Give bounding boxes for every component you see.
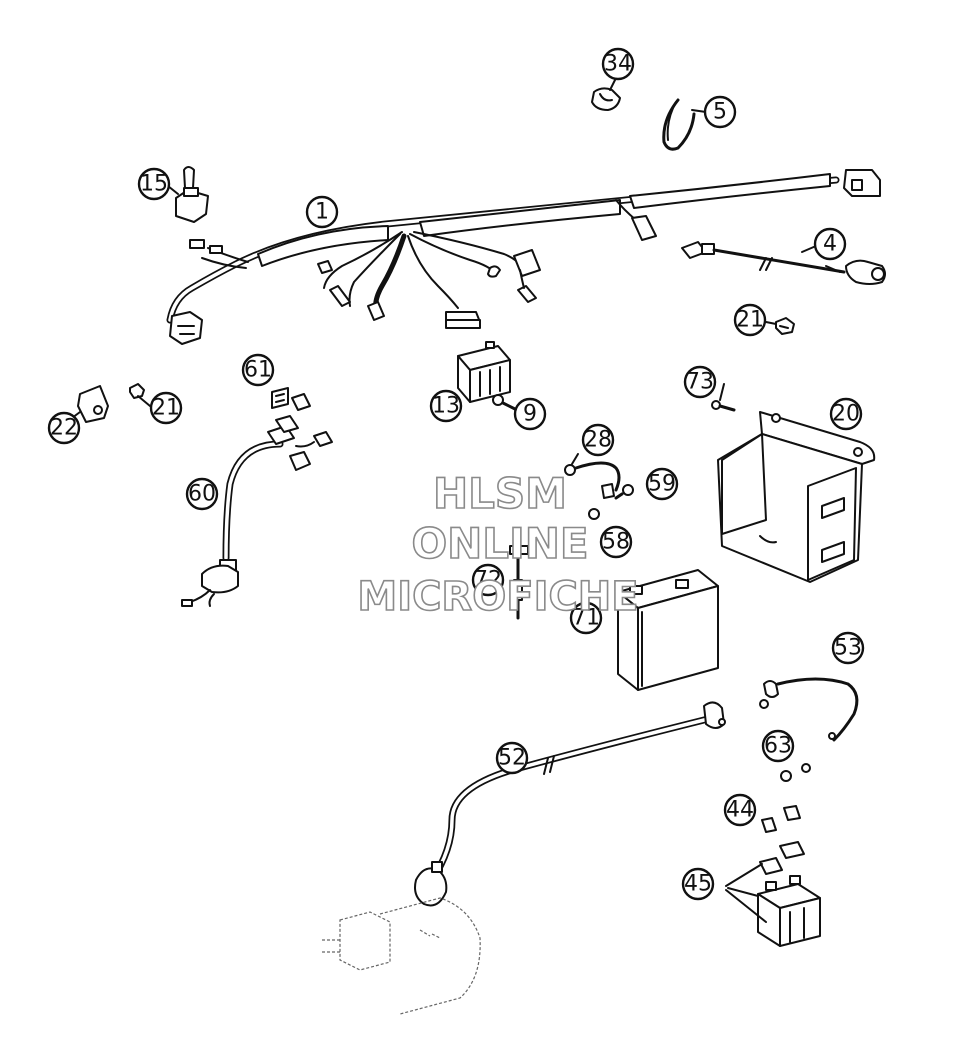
callout-28-label: 28 bbox=[584, 428, 612, 453]
callout-4[interactable]: 4 bbox=[813, 227, 847, 261]
callout-60-label: 60 bbox=[188, 482, 216, 507]
callout-28[interactable]: 28 bbox=[581, 423, 615, 457]
part-28-battery-cable bbox=[564, 461, 621, 499]
callout-9-label: 9 bbox=[523, 402, 537, 427]
callout-58-label: 58 bbox=[602, 530, 630, 555]
part-53-battery-cable bbox=[759, 677, 859, 742]
callout-15-label: 15 bbox=[140, 172, 168, 197]
callout-5-label: 5 bbox=[713, 100, 727, 125]
part-21-clip-right bbox=[775, 317, 795, 335]
callout-9[interactable]: 9 bbox=[513, 397, 547, 431]
callout-20-label: 20 bbox=[832, 402, 860, 427]
callout-22-label: 22 bbox=[50, 416, 78, 441]
callout-45[interactable]: 45 bbox=[681, 867, 715, 901]
part-4-wire-lead bbox=[681, 241, 886, 285]
callout-21-left-label: 21 bbox=[152, 396, 180, 421]
part-61-fuse-holder bbox=[271, 387, 311, 411]
callout-1-label: 1 bbox=[315, 200, 329, 225]
callout-72-label: 72 bbox=[474, 568, 502, 593]
watermark: HLSM ONLINE MICROFICHE bbox=[357, 468, 640, 621]
callout-20[interactable]: 20 bbox=[829, 397, 863, 431]
callout-59[interactable]: 59 bbox=[645, 467, 679, 501]
callout-63-label: 63 bbox=[764, 734, 792, 759]
part-1-main-harness bbox=[166, 169, 881, 345]
callout-60[interactable]: 60 bbox=[185, 477, 219, 511]
callout-53-label: 53 bbox=[834, 636, 862, 661]
callout-13-label: 13 bbox=[432, 394, 460, 419]
part-15-switch bbox=[175, 166, 209, 223]
callout-71-label: 71 bbox=[572, 606, 600, 631]
part-59-screw bbox=[614, 484, 634, 500]
callout-52-label: 52 bbox=[498, 746, 526, 771]
part-22-bracket bbox=[77, 385, 109, 423]
callout-58[interactable]: 58 bbox=[599, 525, 633, 559]
callout-45-label: 45 bbox=[684, 872, 712, 897]
callout-13[interactable]: 13 bbox=[429, 389, 463, 423]
part-20-battery-box bbox=[717, 411, 876, 583]
callout-5[interactable]: 5 bbox=[703, 95, 737, 129]
watermark-line-2: ONLINE bbox=[411, 519, 588, 568]
callout-72[interactable]: 72 bbox=[471, 563, 505, 597]
callout-21-left[interactable]: 21 bbox=[149, 391, 183, 425]
part-72-fuse-strip bbox=[509, 545, 529, 620]
part-52-starter-cable bbox=[414, 701, 726, 907]
part-5-cable-tie bbox=[662, 98, 696, 151]
callout-22[interactable]: 22 bbox=[47, 411, 81, 445]
callout-63[interactable]: 63 bbox=[761, 729, 795, 763]
part-58-washer bbox=[588, 508, 600, 520]
callout-61-label: 61 bbox=[244, 358, 272, 383]
part-60-ignition-lead bbox=[181, 415, 333, 607]
part-44-caps bbox=[761, 805, 801, 833]
watermark-line-1: HLSM bbox=[433, 469, 567, 518]
callout-15[interactable]: 15 bbox=[137, 167, 171, 201]
callout-71[interactable]: 71 bbox=[569, 601, 603, 635]
callout-73-label: 73 bbox=[686, 370, 714, 395]
part-13-regulator bbox=[457, 341, 511, 403]
callout-44-label: 44 bbox=[726, 798, 754, 823]
watermark-line-3: MICROFICHE bbox=[357, 574, 638, 620]
callout-1[interactable]: 1 bbox=[305, 195, 339, 229]
callout-34-label: 34 bbox=[604, 52, 632, 77]
part-73-bolt bbox=[711, 400, 736, 412]
callout-73[interactable]: 73 bbox=[683, 365, 717, 399]
callout-21-right-label: 21 bbox=[736, 308, 764, 333]
part-71-battery bbox=[617, 569, 719, 691]
callout-4-label: 4 bbox=[823, 232, 837, 257]
callout-44[interactable]: 44 bbox=[723, 793, 757, 827]
callout-61[interactable]: 61 bbox=[241, 353, 275, 387]
part-21-clip-left bbox=[129, 383, 145, 399]
part-63-screws bbox=[780, 763, 811, 782]
part-9-screw bbox=[492, 394, 517, 411]
callout-52[interactable]: 52 bbox=[495, 741, 529, 775]
callout-21-right[interactable]: 21 bbox=[733, 303, 767, 337]
callout-53[interactable]: 53 bbox=[831, 631, 865, 665]
part-34-clip bbox=[591, 87, 621, 111]
callout-59-label: 59 bbox=[648, 472, 676, 497]
part-45-starter-relay bbox=[725, 841, 821, 947]
callout-34[interactable]: 34 bbox=[601, 47, 635, 81]
starter-motor-outline bbox=[322, 897, 481, 1015]
